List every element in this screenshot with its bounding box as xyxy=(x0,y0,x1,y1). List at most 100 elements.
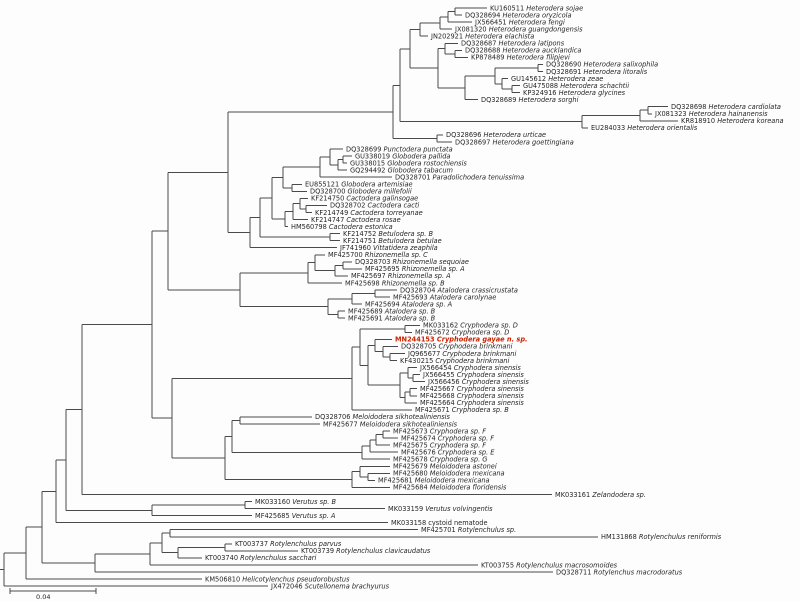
accession-number: KT003755 xyxy=(481,561,516,569)
accession-number: MF425672 xyxy=(415,329,452,337)
species-name: Cryphodera sinensis xyxy=(454,364,522,372)
accession-number: MF425678 xyxy=(393,456,430,464)
taxon-label: MK033162 Cryphodera sp. D xyxy=(423,322,518,330)
accession-number: GU338015 xyxy=(350,159,387,167)
accession-number: MN244153 xyxy=(395,336,437,344)
accession-number: DQ328701 xyxy=(395,174,433,182)
taxon-label: KF430215 Cryphodera brinkmani xyxy=(400,357,509,365)
species-name: Punctodera punctata xyxy=(384,145,453,153)
species-name: Scutellonema brachyurus xyxy=(305,582,390,590)
species-name: Cryphodera sp. B xyxy=(452,406,510,414)
taxon-label: GQ294492 Globodera tabacum xyxy=(350,166,453,174)
species-name: Cryphodera sinensis xyxy=(462,378,530,386)
species-name: cystoid nematode xyxy=(428,519,487,527)
taxon-label: GU145612 Heterodera zeae xyxy=(511,75,603,83)
species-name: Heterodera sorghi xyxy=(519,96,579,104)
taxon-label: JQ965677 Cryphodera brinkmani xyxy=(407,350,516,358)
accession-number: KT003740 xyxy=(205,554,240,562)
species-name: Heterodera sojae xyxy=(526,4,583,12)
species-name: Heterodera koreana xyxy=(717,117,783,125)
species-name: Cryphodera sinensis xyxy=(457,371,525,379)
accession-number: MF425684 xyxy=(393,484,430,492)
species-name: Cryphodera brinkmani xyxy=(442,350,516,358)
accession-number: JX081320 xyxy=(454,25,489,33)
taxon-label: MF425664 Cryphodera sinensis xyxy=(420,399,524,407)
accession-number: GU338019 xyxy=(355,152,392,160)
accession-number: DQ328700 xyxy=(310,188,348,196)
species-name: Rhizonemella sp. C xyxy=(365,251,428,259)
taxon-label: MF425697 Rhizonemella sp. A xyxy=(351,272,451,280)
taxon-label: KT003739 Rotylenchulus clavicaudatus xyxy=(301,547,431,555)
taxon-label: DQ328689 Heterodera sorghi xyxy=(481,96,579,104)
taxon-label: EU855121 Globodera artemisiae xyxy=(305,181,413,189)
accession-number: DQ328687 xyxy=(461,40,499,48)
taxon-label: DQ328706 Meloidodera sikhotealiniensis xyxy=(315,413,450,421)
species-name: Verutus volvingentis xyxy=(425,505,493,513)
accession-number: DQ328702 xyxy=(330,202,368,210)
accession-number: JF741960 xyxy=(339,244,373,252)
taxon-label: DQ328691 Heterodera litoralis xyxy=(546,68,648,76)
species-name: Cactodera galinsogae xyxy=(346,195,418,203)
accession-number: DQ328699 xyxy=(346,145,384,153)
species-name: Helicotylenchus pseudorobustus xyxy=(242,575,350,583)
accession-number: MF425680 xyxy=(393,470,430,478)
accession-number: MF425701 xyxy=(421,526,458,534)
species-name: Cryphodera sp. G xyxy=(430,456,488,464)
species-name: Atalodera carolynae xyxy=(429,293,497,301)
taxon-label: KT003737 Rotylenchulus parvus xyxy=(235,540,342,548)
species-name: Zelandodera sp. xyxy=(591,491,646,499)
species-name: Rotylenchulus sp. xyxy=(458,526,516,534)
taxon-label: DQ328700 Globodera millefolii xyxy=(310,188,412,196)
species-name: Atalodera sp. A xyxy=(401,300,453,308)
accession-number: MF425697 xyxy=(351,272,388,280)
taxon-label: MK033159 Verutus volvingentis xyxy=(388,505,493,513)
taxon-label: MF425694 Atalodera sp. A xyxy=(365,300,453,308)
taxon-label: DQ328696 Heterodera urticae xyxy=(446,131,546,139)
species-name: Cryphodera brinkmani xyxy=(435,357,509,365)
species-name: Rhizonemella sp. A xyxy=(402,265,465,273)
accession-number: JX566451 xyxy=(474,18,509,26)
species-name: Cryphodera sinensis xyxy=(457,392,525,400)
accession-number: MF425698 xyxy=(345,279,382,287)
accession-number: GQ294492 xyxy=(350,166,388,174)
accession-number: JX566456 xyxy=(427,378,462,386)
taxon-label: MK033161 Zelandodera sp. xyxy=(555,491,646,499)
tree-branches xyxy=(0,7,678,587)
taxon-label: MF425701 Rotylenchulus sp. xyxy=(421,526,516,534)
species-name: Heterodera hainanensis xyxy=(689,110,768,118)
species-name: Cactodera estonica xyxy=(329,223,393,231)
species-name: Vittatidera zeaphila xyxy=(373,244,438,252)
taxon-label: MF425685 Verutus sp. A xyxy=(255,512,336,520)
accession-number: GU145612 xyxy=(511,75,548,83)
taxon-label: DQ328688 Heterodera aucklandica xyxy=(465,47,581,55)
accession-number: KT003737 xyxy=(235,540,270,548)
species-name: Heterodera oryzicola xyxy=(503,11,572,19)
taxon-label: KF214747 Cactodera rosae xyxy=(311,216,401,224)
species-name: Heterodera litoralis xyxy=(584,68,648,76)
accession-number: MF425689 xyxy=(348,307,385,315)
taxon-label: HM131868 Rotylenchulus reniformis xyxy=(601,533,722,541)
accession-number: MK033161 xyxy=(555,491,592,499)
taxon-label: DQ328698 Heterodera cardiolata xyxy=(671,103,781,111)
taxon-label: MF425693 Atalodera carolynae xyxy=(393,293,496,301)
taxon-label: MF425695 Rhizonemella sp. A xyxy=(365,265,465,273)
accession-number: MF425685 xyxy=(255,512,292,520)
species-name: Meloidodera mexicana xyxy=(415,477,490,485)
taxon-label: KU160511 Heterodera sojae xyxy=(490,4,583,12)
accession-number: DQ328711 xyxy=(556,568,594,576)
scale-bar xyxy=(9,588,97,594)
taxon-label: KF214749 Cactodera torreyanae xyxy=(315,209,423,217)
taxon-label: DQ328702 Cactodera cacti xyxy=(330,202,419,210)
species-name: Atalodera sp. B xyxy=(384,307,436,315)
taxon-label: MF425674 Cryphodera sp. F xyxy=(401,434,494,442)
species-name: Cryphodera sp. E xyxy=(438,448,496,456)
taxon-label: HM560798 Cactodera estonica xyxy=(291,223,393,231)
taxon-label: DQ328705 Cryphodera brinkmani xyxy=(401,343,513,351)
taxon-label: MF425681 Meloidodera mexicana xyxy=(378,477,490,485)
accession-number: KF214752 xyxy=(343,230,378,238)
accession-number: HM131868 xyxy=(601,533,639,541)
taxon-label: MF425677 Meloidodera sikhotealiniensis xyxy=(323,420,458,428)
accession-number: MK033158 xyxy=(391,519,428,527)
